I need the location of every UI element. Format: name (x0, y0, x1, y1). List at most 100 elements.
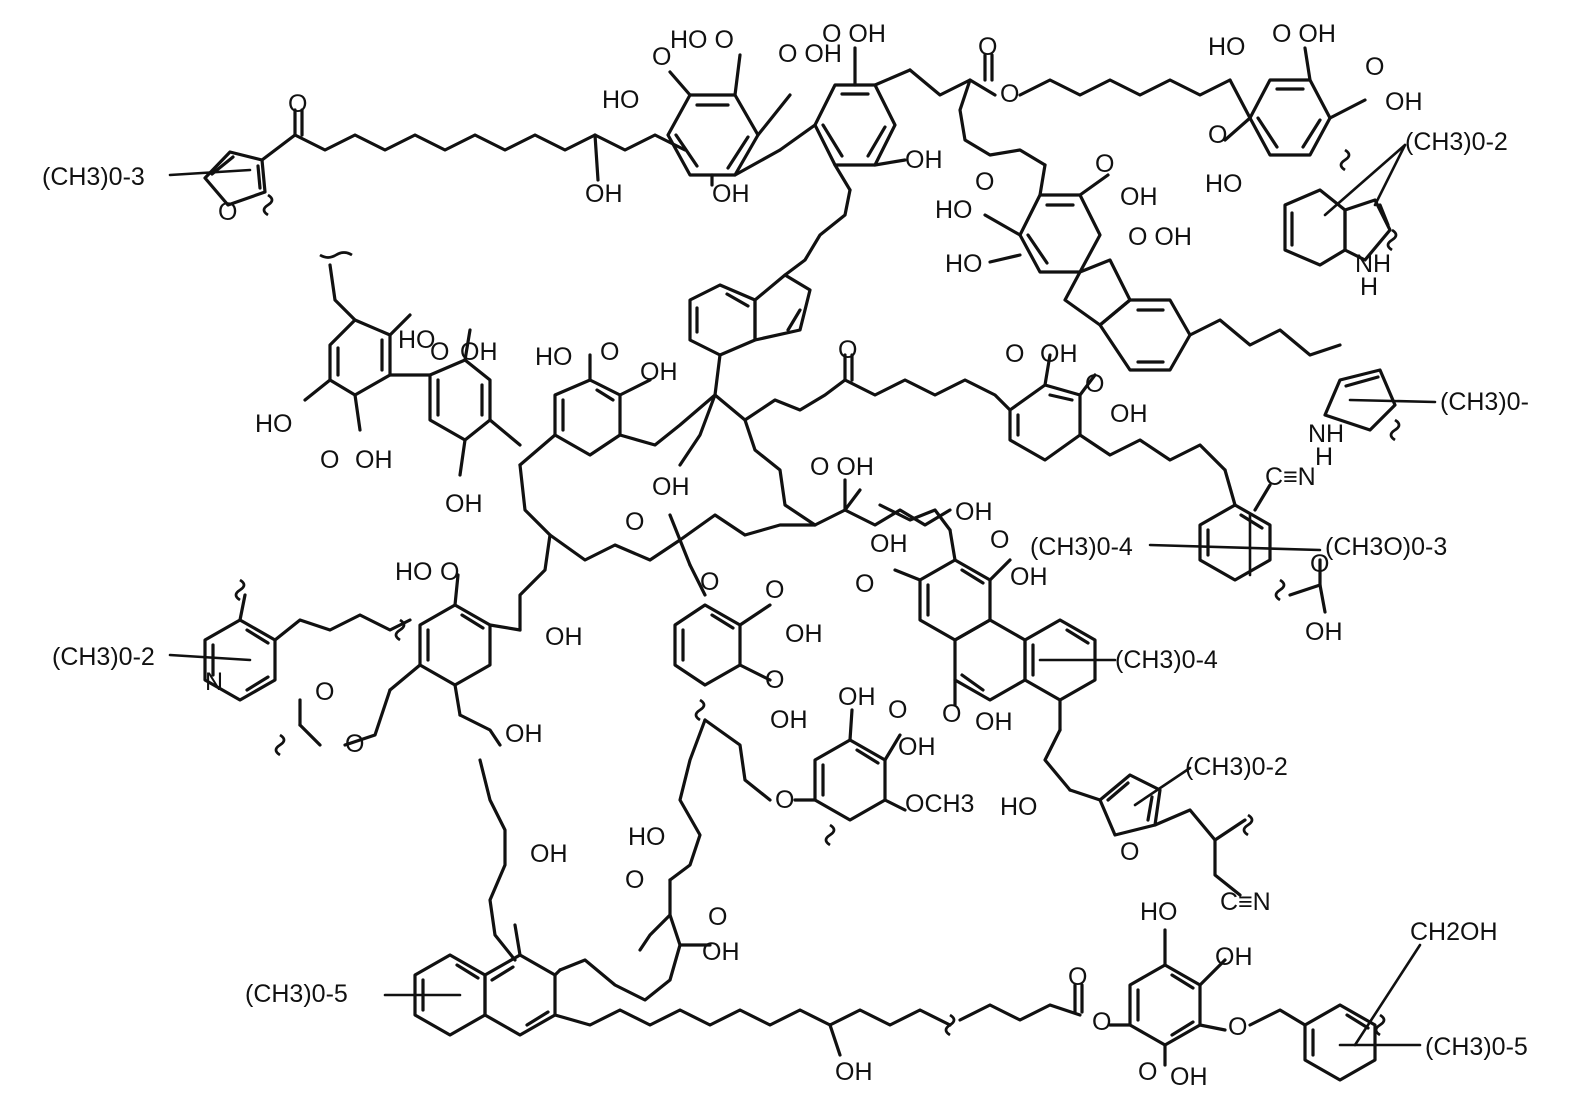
ketone-oxygen-label: O (288, 90, 307, 118)
hydroxyl-label: OH (505, 720, 543, 748)
hydroxyl-label: HO (1205, 170, 1243, 198)
benzene-ring-top-2 (778, 46, 912, 192)
benzene-ring-methoxy (793, 708, 907, 847)
methyl-substituent-label: (CH3)0-3 (42, 163, 145, 191)
carboxyl-label: HO (935, 196, 973, 224)
carboxyl-oxygen-label: O (1085, 370, 1104, 398)
hydroxyl-label: OH (1040, 340, 1078, 368)
indole-ring (1283, 143, 1407, 267)
hydroxyl-label: OH (1305, 618, 1343, 646)
hydroxyl-label: HO (628, 823, 666, 851)
indene-ring (688, 188, 852, 397)
top-ester-chain (908, 53, 1232, 167)
benzene-ring-lower-left (274, 573, 522, 962)
hydroxyl-label: OH (530, 840, 568, 868)
furan-oxygen-label: O (1120, 838, 1139, 866)
carboxyl-oxygen-label: O (320, 446, 339, 474)
carboxyl-oxygen-label: O (975, 168, 994, 196)
pyrrole-ring (1323, 368, 1437, 442)
methyl-substituent-label: (CH3)0-4 (1115, 646, 1218, 674)
carboxyl-oxygen-label: O (600, 338, 619, 366)
hydroxyl-label: OH (835, 1058, 873, 1086)
hydroxyl-label: OH (445, 490, 483, 518)
hydroxyl-label: OH (1385, 88, 1423, 116)
central-chains (518, 353, 1012, 632)
hydroxyl-label: OH (870, 530, 908, 558)
indole-nitrogen-label: NH (1355, 250, 1391, 278)
furan-ring-top-left (168, 150, 274, 217)
ester-oxygen-label: O (1068, 963, 1087, 991)
benzene-ring-top-right (1223, 46, 1367, 157)
carboxyl-label: O OH (778, 40, 842, 68)
top-left-chain (260, 108, 687, 182)
carboxyl-oxygen-label: O (942, 700, 961, 728)
carboxyl-oxygen-label: O (1365, 53, 1384, 81)
carboxyl-oxygen-label: O (708, 903, 727, 931)
cyano-label: C≡N (1265, 463, 1316, 491)
furan-ring-lower (1043, 728, 1254, 897)
hydroxyl-label: HO (1140, 898, 1178, 926)
ester-oxygen-label: O (315, 678, 334, 706)
methyl-substituent-label: (CH3)0-4 (1030, 533, 1133, 561)
hydroxyl-label: OH (838, 683, 876, 711)
hydroxyl-label: OH (1110, 400, 1148, 428)
benzene-ring-center-lower (668, 563, 772, 882)
pyrrole-nitrogen-label: NH (1308, 420, 1344, 448)
ester-oxygen-label: O (1092, 1008, 1111, 1036)
carboxyl-oxygen-label: O (1138, 1058, 1157, 1086)
phenanthrene-ring-system (878, 503, 1117, 732)
indole-hydrogen-label: H (1360, 273, 1378, 301)
carboxyl-oxygen-label: O (1095, 150, 1114, 178)
methyl-substituent-label: (CH3)0-2 (1405, 128, 1508, 156)
carboxyl-oxygen-label: O (1208, 121, 1227, 149)
biphenyl-left (303, 251, 522, 477)
carboxyl-label: HO (535, 343, 573, 371)
hydroxyl-label: OH (460, 338, 498, 366)
ether-oxygen-label: O (700, 568, 719, 596)
hydroxyl-label: OH (1170, 1063, 1208, 1091)
hydroxyl-label: HO (1208, 33, 1246, 61)
carboxyl-oxygen-label: O (765, 666, 784, 694)
hydroxymethyl-label: CH2OH (1410, 918, 1498, 946)
carboxyl-label: O OH (1272, 20, 1336, 48)
carboxyl-label: HO O (670, 26, 734, 54)
carboxyl-label: O OH (822, 20, 886, 48)
carboxyl-oxygen-label: O (652, 43, 671, 71)
methyl-substituent-label: (CH3)0-5 (245, 980, 348, 1008)
ester-oxygen-label: O (345, 730, 364, 758)
ether-oxygen-label: O (1228, 1013, 1247, 1041)
ester-oxygen-label: O (1000, 80, 1019, 108)
methyl-substituent-label: (CH3)0- (1440, 388, 1529, 416)
carboxyl-oxygen-label: O (430, 338, 449, 366)
ether-oxygen-label: O (775, 786, 794, 814)
carboxyl-oxygen-label: O (765, 576, 784, 604)
hydroxyl-label: HO (945, 250, 983, 278)
ester-oxygen-label: O (978, 33, 997, 61)
carboxyl-oxygen-label: O (625, 866, 644, 894)
alkyl-chain (1188, 318, 1342, 357)
carboxyl-label: HO (395, 558, 433, 586)
hydroxyl-label: HO (1000, 793, 1038, 821)
carboxyl-label: O OH (1128, 223, 1192, 251)
carboxyl-oxygen-label: O (440, 558, 459, 586)
hydroxyl-label: OH (785, 620, 823, 648)
ketone-oxygen-label: O (838, 336, 857, 364)
hydroxyl-label: OH (1120, 183, 1158, 211)
hydroxyl-label: OH (1010, 563, 1048, 591)
hydroxyl-label: OH (898, 733, 936, 761)
furan-oxygen-label: O (218, 198, 237, 226)
naphthalene-ring (383, 923, 1084, 1057)
carboxyl-oxygen-label: O (990, 526, 1009, 554)
hydroxyl-label: OH (652, 473, 690, 501)
benzene-ring-lower-right (1108, 928, 1307, 1067)
carboxyl-oxygen-label: O (855, 570, 874, 598)
carboxyl-label: HO (602, 86, 640, 114)
benzene-ring-bottom-right (1303, 943, 1422, 1082)
benzene-ring-center-left (518, 353, 717, 467)
carboxyl-label: O OH (810, 453, 874, 481)
pyrrole-hydrogen-label: H (1315, 443, 1333, 471)
benzene-ring-right-2 (1148, 468, 1327, 614)
carboxyl-oxygen-label: O (1005, 340, 1024, 368)
cyano-label: C≡N (1220, 888, 1271, 916)
